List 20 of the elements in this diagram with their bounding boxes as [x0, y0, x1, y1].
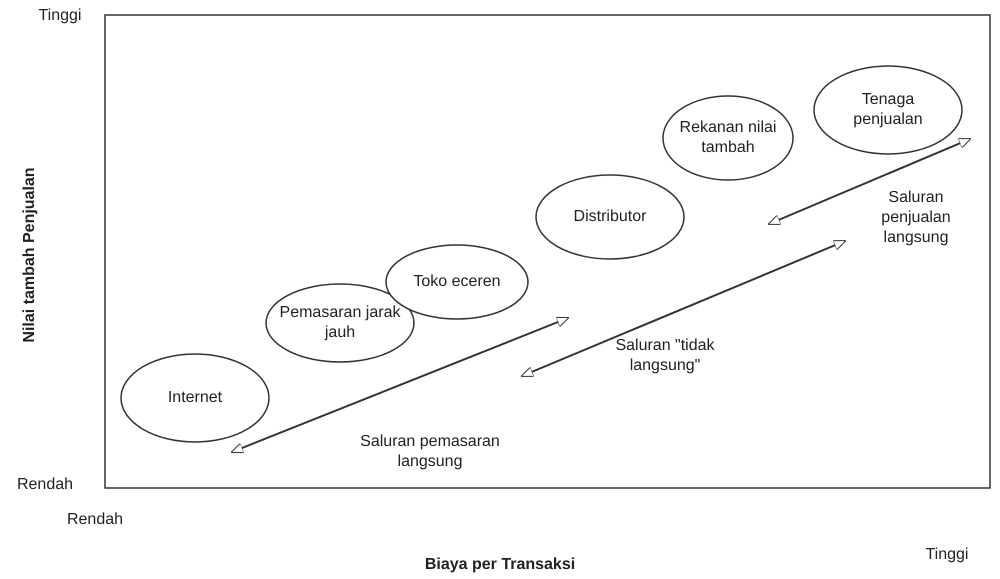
- ellipse-node: [265, 283, 415, 363]
- axis-title: Biaya per Transaksi: [424, 555, 576, 575]
- axis-high-label: Tinggi: [38, 6, 82, 26]
- range-label: Saluran pemasaran langsung: [359, 432, 501, 472]
- axis-low-label: Rendah: [16, 475, 74, 495]
- axis-high-label: Tinggi: [924, 545, 970, 565]
- node-text: Pemasaran jarak jauh: [278, 303, 402, 343]
- node-text: Toko eceren: [413, 272, 501, 292]
- ellipse-node: [662, 95, 794, 181]
- axis-title: Nilai tambah Penjualan: [20, 166, 39, 345]
- ellipse-node: [120, 353, 270, 443]
- range-label: Saluran penjualan langsung: [880, 188, 952, 248]
- node-text: Internet: [168, 388, 222, 408]
- ellipse-node: [535, 174, 685, 260]
- range-label: Saluran "tidak langsung": [614, 336, 716, 376]
- axis-low-label: Rendah: [66, 510, 124, 530]
- ellipse-node: [813, 65, 963, 155]
- node-text: Tenaga penjualan: [852, 90, 924, 130]
- node-text: Distributor: [574, 207, 646, 227]
- node-text: Rekanan nilai tambah: [678, 118, 778, 158]
